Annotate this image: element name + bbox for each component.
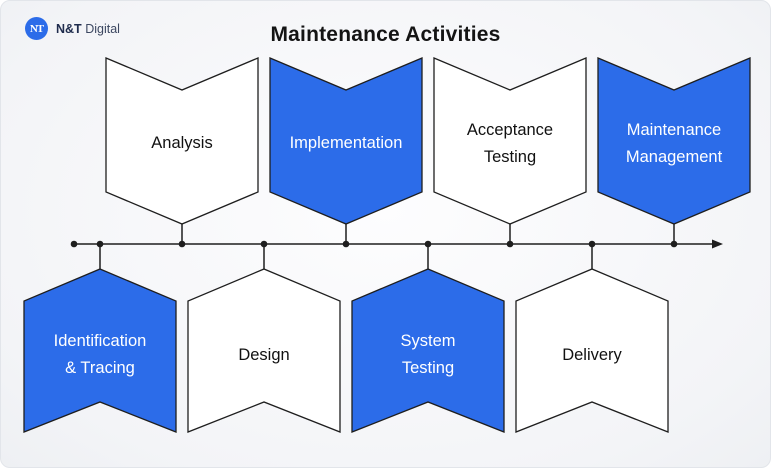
nt-logo-icon: NT bbox=[25, 17, 48, 40]
chevron-maintenance-management bbox=[597, 57, 751, 225]
brand-name: N&T Digital bbox=[56, 22, 120, 36]
chevron-implementation bbox=[269, 57, 423, 225]
nt-digital-logo: NT N&T Digital bbox=[25, 17, 120, 40]
page-title: Maintenance Activities bbox=[270, 23, 501, 46]
timeline-axis bbox=[70, 239, 723, 249]
timeline-arrowhead bbox=[712, 239, 723, 249]
logo-monogram: NT bbox=[29, 22, 44, 35]
chevron-system-testing bbox=[351, 268, 505, 433]
chevron-delivery bbox=[515, 268, 669, 433]
chevron-analysis bbox=[105, 57, 259, 225]
connector-lines bbox=[99, 224, 675, 269]
chevron-acceptance-testing bbox=[433, 57, 587, 225]
brand-name-regular: Digital bbox=[85, 21, 120, 36]
chevron-design bbox=[187, 268, 341, 433]
chevron-identification-tracing bbox=[23, 268, 177, 433]
brand-name-bold: N&T bbox=[56, 21, 82, 36]
